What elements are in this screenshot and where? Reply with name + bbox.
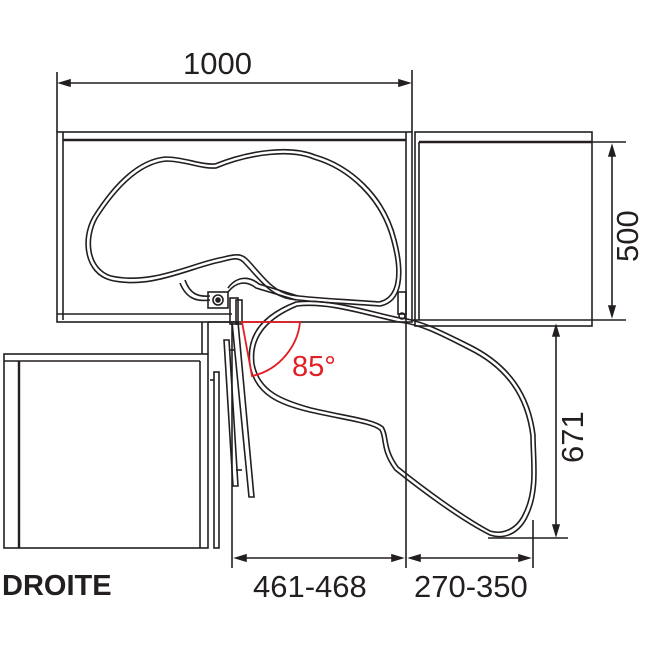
dimension-right-671 xyxy=(488,323,568,539)
angle-label: 85° xyxy=(292,351,336,383)
dimension-top-1000 xyxy=(56,70,413,132)
dimension-label-1000: 1000 xyxy=(183,46,252,81)
upper-cabinet xyxy=(56,131,413,323)
dimension-bottom xyxy=(231,322,534,568)
dimension-label-270-350: 270-350 xyxy=(414,569,528,604)
dimension-right-500 xyxy=(592,141,626,321)
door-panels xyxy=(223,297,255,498)
dimension-label-461-468: 461-468 xyxy=(253,569,367,604)
right-cabinet xyxy=(413,131,593,327)
dimension-label-671: 671 xyxy=(555,411,590,463)
orientation-label: DROITE xyxy=(2,570,112,602)
upper-shelf xyxy=(85,148,402,307)
dimension-label-500: 500 xyxy=(610,210,645,262)
lower-shelf xyxy=(248,300,537,538)
hinge-mechanism xyxy=(179,277,407,320)
angle-indicator-85 xyxy=(240,321,301,378)
lower-left-cabinet xyxy=(3,321,232,549)
